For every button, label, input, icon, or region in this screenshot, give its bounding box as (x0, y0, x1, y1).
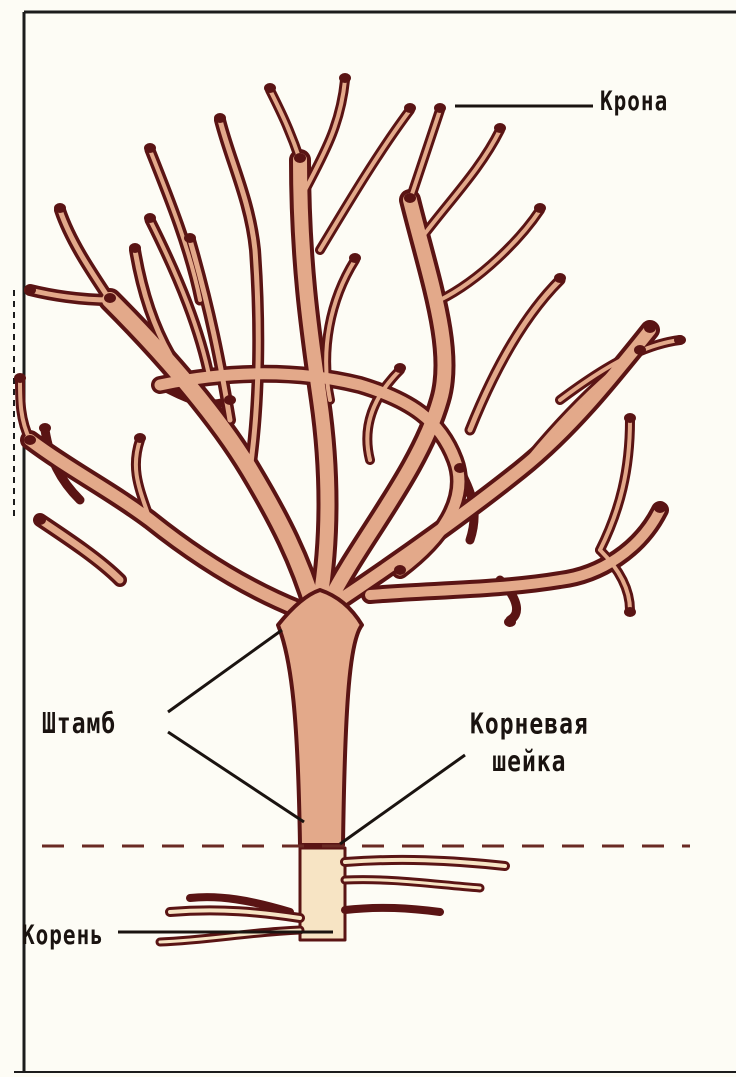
root-collar-label: Корневая шейка (470, 706, 589, 781)
branch-buds (14, 73, 686, 627)
root-label: Корень (22, 920, 104, 950)
trunk-leader-lower (168, 732, 304, 822)
root-collar-label-line1: Корневая (470, 706, 589, 744)
tree-crown (14, 73, 686, 627)
tree-trunk (278, 590, 362, 845)
root-collar-leader (340, 755, 465, 844)
root-collar-label-line2: шейка (470, 744, 589, 782)
tree-roots (160, 848, 505, 942)
crown-label: Крона (600, 86, 668, 116)
trunk-leader-upper (168, 630, 282, 712)
trunk-label: Штамб (42, 708, 116, 741)
